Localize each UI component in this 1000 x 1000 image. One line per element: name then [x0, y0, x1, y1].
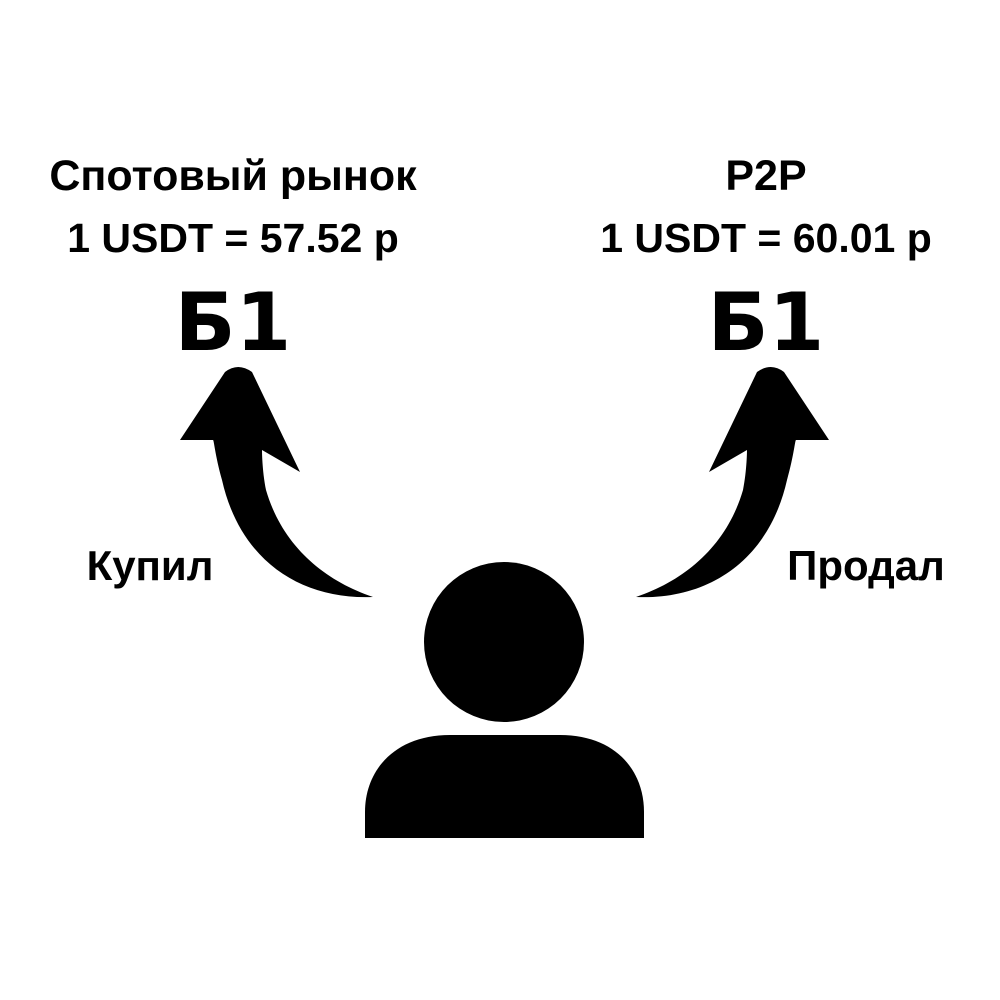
p2p-title: P2P: [725, 152, 807, 200]
sold-label: Продал: [787, 542, 945, 589]
spot-market-rate: 1 USDT = 57.52 р: [67, 215, 399, 261]
person-head: [424, 562, 584, 722]
person-body: [365, 735, 644, 838]
spot-market-exchange: Б1: [174, 276, 292, 369]
bought-label: Купил: [86, 542, 214, 589]
p2p-rate: 1 USDT = 60.01 р: [600, 215, 932, 261]
p2p-exchange: Б1: [707, 276, 825, 369]
spot-market-title: Спотовый рынок: [49, 152, 417, 200]
